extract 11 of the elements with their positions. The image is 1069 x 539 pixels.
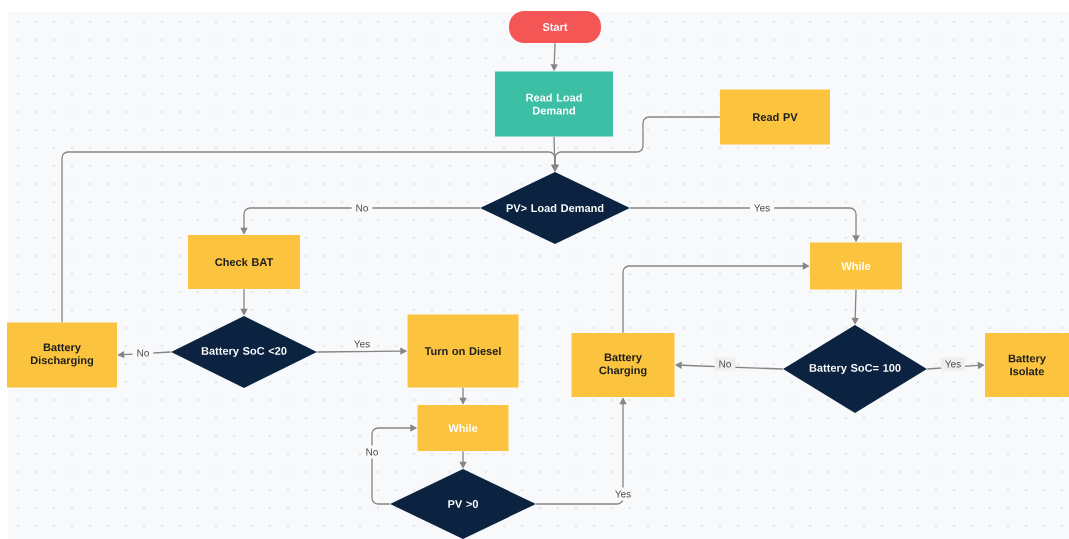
process-box: Read Load Demand bbox=[495, 71, 613, 137]
process-box: While bbox=[417, 405, 509, 451]
process-box: Turn on Diesel bbox=[407, 314, 519, 388]
process-box: Check BAT bbox=[188, 235, 300, 289]
process-box: Battery Isolate bbox=[985, 333, 1069, 397]
process-box: While bbox=[810, 242, 902, 290]
start-terminal: Start bbox=[509, 11, 601, 43]
process-box: Read PV bbox=[720, 89, 830, 145]
arrow bbox=[61, 151, 559, 323]
process-box: Battery Discharging bbox=[7, 322, 117, 388]
process-box: Battery Charging bbox=[571, 333, 675, 397]
